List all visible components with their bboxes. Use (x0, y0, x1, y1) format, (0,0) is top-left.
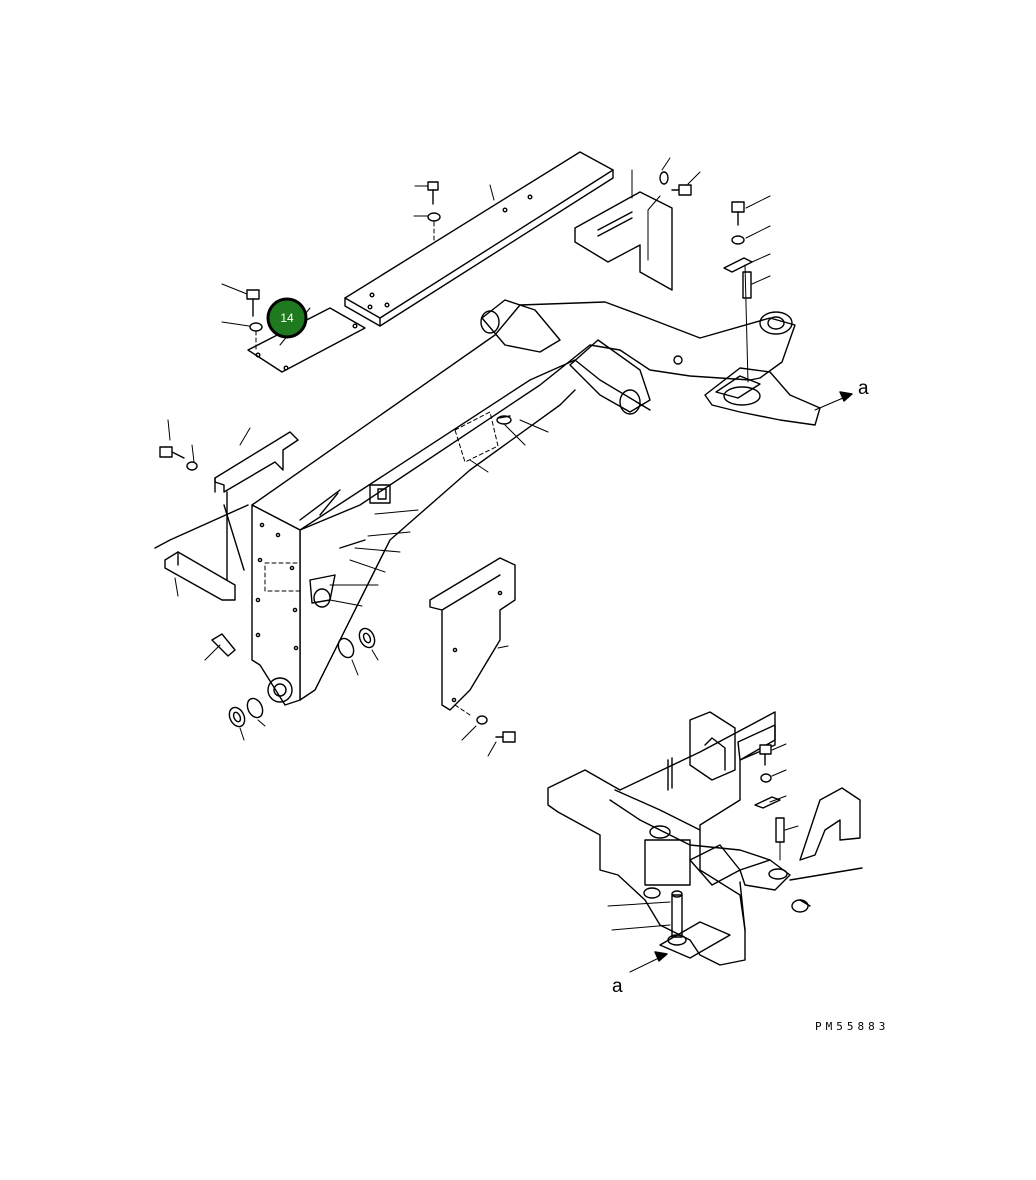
left-bracket (154, 431, 299, 581)
drawing-code: PM55883 (815, 1020, 889, 1033)
side-panel-bolt (461, 715, 516, 757)
upper-cover-plate (344, 151, 614, 327)
callout-badge-14[interactable]: 14 (266, 297, 308, 339)
side-bracket (574, 169, 673, 291)
pin-hardware-stack (723, 195, 771, 299)
seal-rings (228, 627, 379, 741)
view-arrow-main: a (814, 378, 869, 411)
grease-fitting (204, 633, 236, 661)
bracket-bolt (659, 157, 701, 196)
frame-leader-lines (167, 419, 549, 607)
callout-number: 14 (280, 311, 294, 325)
left-bracket-bolt (159, 446, 198, 471)
detail-view (547, 711, 863, 966)
view-label-main: a (858, 378, 869, 399)
side-panel (429, 557, 516, 716)
main-frame (251, 264, 821, 706)
small-plate-bolt (221, 283, 263, 351)
left-guard (164, 551, 236, 601)
upper-plate-bolt (413, 181, 441, 241)
view-label-detail: a (612, 976, 623, 997)
view-arrow-detail: a (612, 951, 668, 997)
